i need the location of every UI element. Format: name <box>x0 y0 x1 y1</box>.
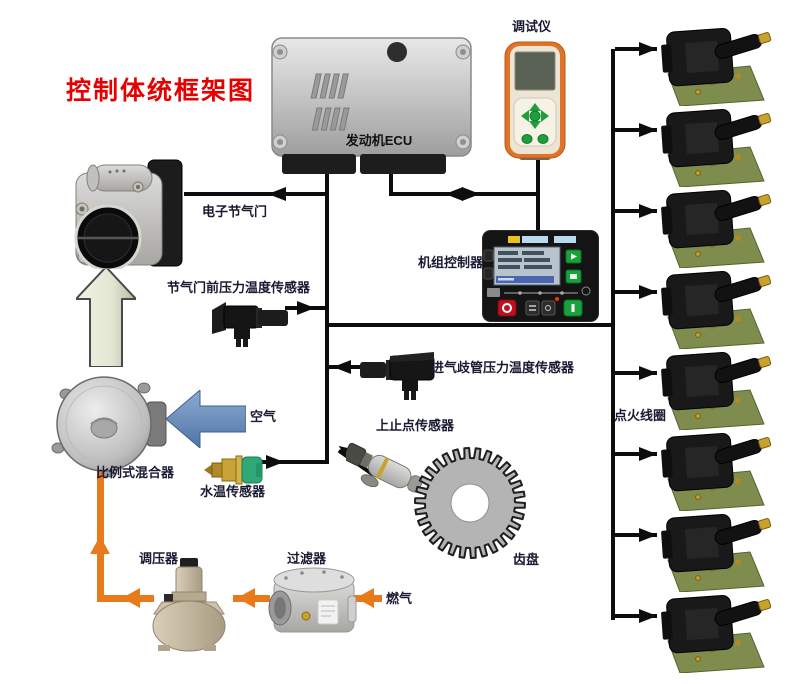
pre-throttle-sensor-label: 节气门前压力温度传感器 <box>167 280 311 295</box>
ecu-image: 发动机ECU <box>271 37 472 174</box>
coil-branch-line-1 <box>615 47 657 51</box>
debugger-button-left <box>521 134 533 144</box>
controller-mode-button-1 <box>525 300 540 316</box>
ignition-coil-label: 点火线圈 <box>614 408 667 423</box>
arrowhead-to-throttle <box>268 187 286 201</box>
mixer-label: 比例式混合器 <box>96 465 175 480</box>
line-coil-bus <box>611 49 615 620</box>
gas-arrowhead-up <box>90 536 110 554</box>
ignition-coil-7 <box>652 504 777 593</box>
coil-branch-line-3 <box>615 209 657 213</box>
gas-label: 燃气 <box>386 591 413 606</box>
controller-stop-button <box>497 299 517 317</box>
ignition-coil-6 <box>652 423 777 512</box>
manifold-sensor-image <box>360 352 435 400</box>
gear-label: 齿盘 <box>513 552 540 567</box>
coil-branch-arrowhead-3 <box>639 204 657 218</box>
throttle-label: 电子节气门 <box>202 204 268 219</box>
debugger-screen <box>514 51 556 91</box>
coil-branch-line-4 <box>615 290 657 294</box>
gas-line-vertical <box>97 459 104 602</box>
coil-branch-arrowhead-5 <box>639 366 657 380</box>
tdc-sensor-label: 上止点传感器 <box>376 418 455 433</box>
ecu-mounting-ears <box>272 44 471 150</box>
line-ecu-right-drop <box>389 174 393 196</box>
arrowhead-water-temp-sensor <box>266 455 284 469</box>
gas-arrowhead-regulator-out <box>122 588 140 608</box>
manifold-sensor-label: 进气歧管压力温度传感器 <box>431 360 575 375</box>
mixer-image <box>51 376 167 478</box>
coil-branch-arrowhead-6 <box>639 447 657 461</box>
arrowhead-bidir-left <box>445 187 463 201</box>
filter-image <box>268 567 357 633</box>
arrowhead-manifold-sensor <box>333 360 351 374</box>
pre-throttle-sensor-image <box>212 302 288 347</box>
coil-branch-line-5 <box>615 371 657 375</box>
controller-led <box>555 297 559 301</box>
line-cross-to-coil-bus <box>325 323 615 327</box>
debugger-image <box>504 41 566 160</box>
debugger-button-right <box>537 134 549 144</box>
coil-branch-arrowhead-8 <box>639 609 657 623</box>
arrowhead-bidir-right <box>462 187 480 201</box>
coil-branch-arrowhead-4 <box>639 285 657 299</box>
line-debugger-to-controller <box>536 158 540 232</box>
controller-image <box>482 230 599 322</box>
water-temp-sensor-image <box>204 455 263 485</box>
controller-battery-icon <box>487 288 500 297</box>
mixture-flow-arrow <box>76 267 136 367</box>
coil-branch-line-8 <box>615 614 657 618</box>
controller-side-button-1 <box>483 249 494 262</box>
arrowhead-pre-throttle-sensor <box>297 301 315 315</box>
gas-arrowhead-into-regulator <box>237 588 255 608</box>
water-temp-sensor-label: 水温传感器 <box>200 484 266 499</box>
coil-branch-line-6 <box>615 452 657 456</box>
ignition-coil-2 <box>652 99 777 188</box>
gas-arrowhead-into-filter <box>356 588 374 608</box>
ignition-coil-5 <box>652 342 777 431</box>
throttle-image <box>74 159 183 269</box>
filter-label: 过滤器 <box>287 551 327 566</box>
ecu-connector-left <box>282 154 356 174</box>
ignition-coil-1 <box>652 18 777 107</box>
regulator-image <box>152 558 226 652</box>
controller-side-button-2 <box>483 267 494 280</box>
coil-branch-arrowhead-7 <box>639 528 657 542</box>
debugger-label: 调试仪 <box>512 19 552 34</box>
ignition-coil-3 <box>652 180 777 269</box>
ecu-connector-right <box>360 154 446 174</box>
coil-branch-arrowhead-1 <box>639 42 657 56</box>
ecu-cap <box>387 42 407 62</box>
ecu-label: 发动机ECU <box>345 133 412 148</box>
gear-disc-image <box>414 447 526 559</box>
coil-branch-arrowhead-2 <box>639 123 657 137</box>
controller-alarm-icon <box>581 286 591 296</box>
air-label: 空气 <box>250 409 277 424</box>
gear-hub-hole <box>450 483 490 523</box>
ignition-coil-8 <box>652 585 777 674</box>
tdc-sensor-image <box>346 442 423 493</box>
ecu-ribs <box>310 73 350 131</box>
controller-label: 机组控制器 <box>418 255 484 270</box>
line-main-vertical-bus <box>325 174 329 464</box>
debugger-dpad <box>521 103 549 129</box>
air-flow-arrow <box>166 390 246 448</box>
coil-branch-line-7 <box>615 533 657 537</box>
controller-mode-button-2 <box>541 300 556 316</box>
line-water-temp-sensor <box>262 460 329 464</box>
regulator-label: 调压器 <box>139 551 179 566</box>
coil-branch-line-2 <box>615 128 657 132</box>
page-title: 控制体统框架图 <box>66 77 256 105</box>
line-ecu-to-throttle <box>184 192 327 196</box>
ignition-coil-4 <box>652 261 777 350</box>
